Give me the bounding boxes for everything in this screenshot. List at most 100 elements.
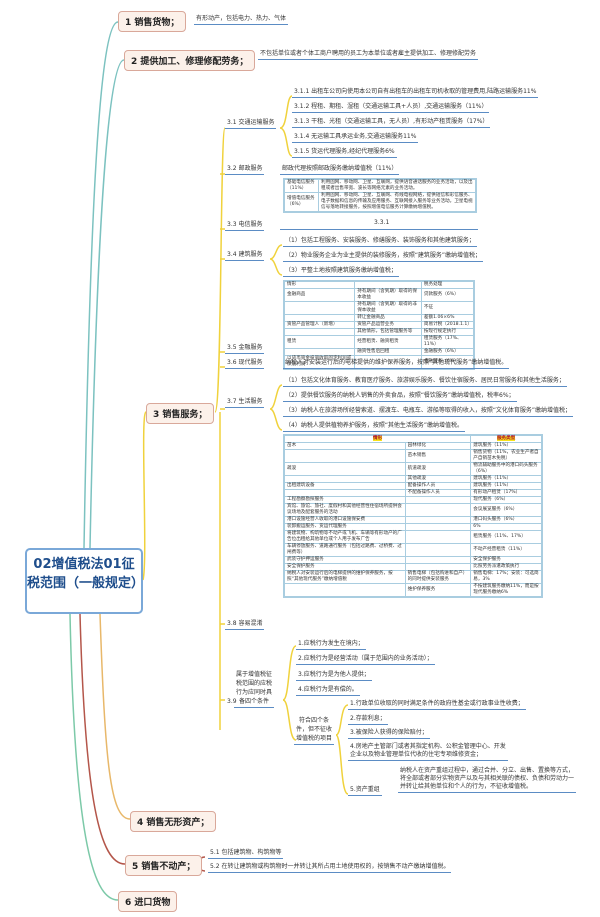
postal-service[interactable]: 3.2 邮政服务 [225,165,265,175]
table-cell: 苗木销售 [404,449,472,463]
confusing-items[interactable]: 3.8 容易混淆 [225,620,265,630]
table-cell: 配备操作人员 [404,482,472,490]
table-cell: 金融服务（6%） [420,348,475,356]
table-cell: 金融商品 [283,288,356,302]
finance-table: 情形税务处理金融商品持有期间（含到期）取得的保本收益贷款服务（6%）持有期间（含… [283,280,475,370]
transport-item: 3.1.4 无运输工具承运业务,交通运输服务11% [292,133,419,143]
table-cell: 将建筑物、构筑物等不动产或飞机、车辆等有形动产的广告位出租给其他单位或个人用于发… [284,530,406,544]
table-cell: 园林绿化 [404,442,472,450]
table-cell [283,348,356,356]
root-topic: 02增值税法01征税范围（一般规定） [25,548,144,614]
telecom-service[interactable]: 3.3 电信服务 [225,221,265,231]
table-row: 增值电信服务（6%）利用固网、移动网、卫星、互联网、有线电视网络，提供短信和彩信… [283,192,476,212]
conditions-label[interactable]: 属于增值税征税范围的应税行为应同时具备四个条件 [234,670,274,708]
table-cell: 出租建筑设备 [284,482,406,490]
table-cell: 不征 [420,301,475,315]
table-cell [284,583,406,597]
table-row: 工程勘察勘探服务 现代服务（6%） [284,496,542,504]
table-cell [404,503,472,517]
table-cell: 物流辅助服务中的港口码头服务（6%） [470,462,542,476]
finance-service[interactable]: 3.5 金融服务 [225,344,265,354]
table-header: 服务类型 [496,436,516,441]
table-cell: 港口设施经营人收取的港口设施保安费 [284,516,406,524]
real-estate-item: 5.2 在转让建筑物或构筑物时一并转让其所占用土地使用权的，按销售不动产缴纳增值… [208,863,452,873]
life-item: （3）纳税人在旅游场所经营索道、摆渡车、电瓶车、游船等取得的收入，按照“文化体育… [283,407,574,417]
table-cell [404,516,472,524]
condition-item: 3.应税行为是为他人提供； [296,671,372,681]
table-cell [284,489,406,497]
table-cell: 武装守护押运服务 [284,556,406,564]
real-estate-item: 5.1 包括建筑物、构筑物等 [208,849,284,859]
sell-goods-note: 有形动产，包括电力、热力、气体 [194,15,289,25]
table-cell: 航道疏浚 [404,462,472,476]
node-sell-intangible[interactable]: 4 销售无形资产； [130,811,217,832]
table-cell [354,281,422,289]
life-item: （2）提供餐饮服务的纳税人销售的外卖食品，按照“餐饮服务”缴纳增值税，税率6%； [283,392,517,402]
life-service[interactable]: 3.7 生活服务 [225,398,265,408]
conditions-num: 3.9 [227,698,237,705]
table-cell [404,530,472,544]
table-row: 情形税务处理 [283,281,475,289]
node-import-goods[interactable]: 6 进口货物 [118,891,178,912]
table-row: 其他疏浚建筑服务（11%） [284,475,542,483]
exempt-item: 3.被保险人获得的保险赔付； [348,729,430,739]
table-cell: 安全保护服务 [470,556,542,564]
table-cell: 销售电梯（包括购进和自产）的同时提供安装服务 [404,570,472,584]
table-row: 金融商品持有期间（含到期）取得的保本收益贷款服务（6%） [283,288,475,302]
node-sell-services[interactable]: 3 销售服务； [146,403,215,424]
table-cell: 苗木 [284,442,406,450]
table-cell: 按现行规定执行 [420,328,475,336]
table-cell: 融资性售后回租 [354,348,422,356]
telecom-caption: 3.3.1 [374,219,390,226]
transport-service[interactable]: 3.1 交通运输服务 [225,119,277,129]
node-sell-goods[interactable]: 1 销售货物； [118,11,187,32]
table-cell: 不配备操作人员 [404,489,472,497]
table-row: 租赁经营租赁、融资租赁租赁服务（17%、11%） [283,335,475,349]
table-cell: 利用固网、移动网、卫星、互联网、有线电视网络，提供短信和彩信服务、电子数据和信息… [318,192,476,212]
table-cell: 租赁服务（17%、11%） [420,335,475,349]
table-cell: 资管产品运营业务 [354,321,422,329]
table-cell: 持有期间（含到期）取得的保本收益 [354,288,422,302]
table-row: 车辆停放服务、道路通行服务（包括过路费、过桥费、过闸费等）不动产经营租赁（11%… [284,543,542,557]
table-row: 出租建筑设备配备操作人员建筑服务（11%） [284,482,542,490]
table-row: 融资性售后回租金融服务（6%） [283,348,475,356]
transport-item: 3.1.2 程租、期租、湿租（交通运输工具+人员）,交通运输服务（11%） [292,103,490,113]
table-cell [283,328,356,336]
confusing-table: 情形服务类型苗木园林绿化建筑服务（11%）苗木销售销售货物（11%，农业生产者自… [283,434,543,598]
table-row: 宾馆、旅馆、旅社、度假村和其他经营性住宿场所提供会议场地及配套服务的活动会议展览… [284,503,542,517]
table-row: 其他情形，包括管理服务等按现行规定执行 [283,328,475,336]
node-processing-repair[interactable]: 2 提供加工、修理修配劳务； [124,50,256,71]
postal-note: 邮政代理按照邮政服务缴纳增值税（11%） [280,165,400,175]
table-row: 苗木销售销售货物（11%，农业生产者自产自销苗木免税） [284,449,542,463]
node-sell-real-estate[interactable]: 5 销售不动产； [125,855,203,876]
table-row: 武装守护押运服务 安全保护服务 [284,556,542,564]
modern-service[interactable]: 3.6 现代服务 [225,359,265,369]
asset-restructure[interactable]: 5.资产重组 [348,786,382,796]
table-row: 纳税人对安装运行后的电梯提供的维护保养服务，按照“其他现代服务”缴纳增值税销售电… [284,570,542,584]
table-row: 基础电信服务（11%）利用固网、移动网、卫星、互联网，提供语音通话服务的业务活动… [283,179,476,193]
table-cell: 基础电信服务（11%） [283,179,320,193]
table-row: 港口设施经营人收取的港口设施保安费港口码头服务（6%） [284,516,542,524]
transport-item: 3.1.1 出租车公司向使用本公司自有出租车的出租车司机收取的管理费用,陆路运输… [292,88,539,98]
table-cell: 工程勘察勘探服务 [284,496,406,504]
table-cell [404,556,472,564]
construction-service[interactable]: 3.4 建筑服务 [225,251,265,261]
table-cell: 贷款服务（6%） [420,288,475,302]
exempt-label[interactable]: 符合四个条件，但不征收增值税的项目 [294,716,334,745]
table-cell: 差额1.06×6% [420,314,475,322]
exempt-item: 1.行政单位收取的同时满足条件的政府性基金或行政事业性收费； [348,700,526,710]
table-cell: 销售电梯：17%；安装：可选简易，3% [470,570,542,584]
table-cell: 建筑服务（11%） [470,442,542,450]
telecom-table: 基础电信服务（11%）利用固网、移动网、卫星、互联网，提供语音通话服务的业务活动… [283,178,477,213]
life-item: （4）纳税人提供植物养护服务，按照“其他生活服务”缴纳增值税。 [283,422,466,432]
table-cell [404,496,472,504]
table-cell: 不动产经营租赁（11%） [470,543,542,557]
table-cell: 安全保护服务 [284,563,406,571]
table-cell [404,523,472,531]
table-cell: 转让金融商品 [354,314,422,322]
table-cell: 经营租赁、融资租赁 [354,335,422,349]
table-cell: 现代服务（6%） [470,496,542,504]
table-cell [404,543,472,557]
table-cell: 利用固网、移动网、卫星、互联网，提供语音通话服务的业务活动，以及出租或者出售带宽… [318,179,476,193]
